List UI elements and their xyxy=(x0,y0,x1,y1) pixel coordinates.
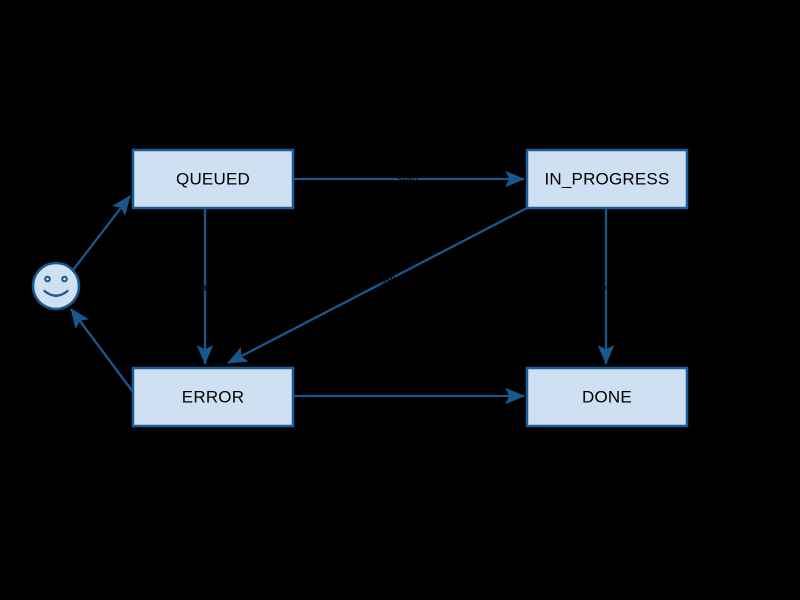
smiley-right-eye-icon xyxy=(61,275,68,283)
edge-in-progress-to-error[interactable]: fail xyxy=(227,206,528,365)
smiley-face-circle xyxy=(31,261,81,311)
node-done-box xyxy=(525,366,689,428)
edge-queued-to-in-progress[interactable]: start xyxy=(293,170,525,188)
edge-line xyxy=(72,195,131,271)
node-done[interactable]: DONE xyxy=(525,366,689,428)
node-error-label: ERROR xyxy=(182,387,244,406)
smiley-mouth-icon xyxy=(43,289,69,297)
edge-error-to-start[interactable] xyxy=(70,308,134,393)
node-in-progress-label: IN_PROGRESS xyxy=(544,169,669,188)
edge-label-ok: ok xyxy=(600,282,612,294)
node-start-smiley[interactable] xyxy=(31,261,81,311)
node-in-progress-box xyxy=(525,148,689,210)
node-error-box xyxy=(131,366,295,428)
edge-label-fail-2: fail xyxy=(381,274,395,286)
edge-label-fail: fail xyxy=(198,282,212,294)
node-queued-label: QUEUED xyxy=(176,169,250,188)
smiley-left-eye-icon xyxy=(44,275,51,283)
node-queued-box xyxy=(131,148,295,210)
edge-line xyxy=(227,206,528,365)
node-in-progress[interactable]: IN_PROGRESS xyxy=(525,148,689,210)
node-error[interactable]: ERROR xyxy=(131,366,295,428)
edge-start-to-queued[interactable] xyxy=(72,195,131,271)
edge-queued-to-error[interactable]: fail xyxy=(196,208,214,365)
edge-line xyxy=(70,308,134,393)
edge-label-start: start xyxy=(397,173,418,185)
edge-in-progress-to-done[interactable]: ok xyxy=(597,208,615,365)
node-queued[interactable]: QUEUED xyxy=(131,148,295,210)
node-done-label: DONE xyxy=(582,387,632,406)
